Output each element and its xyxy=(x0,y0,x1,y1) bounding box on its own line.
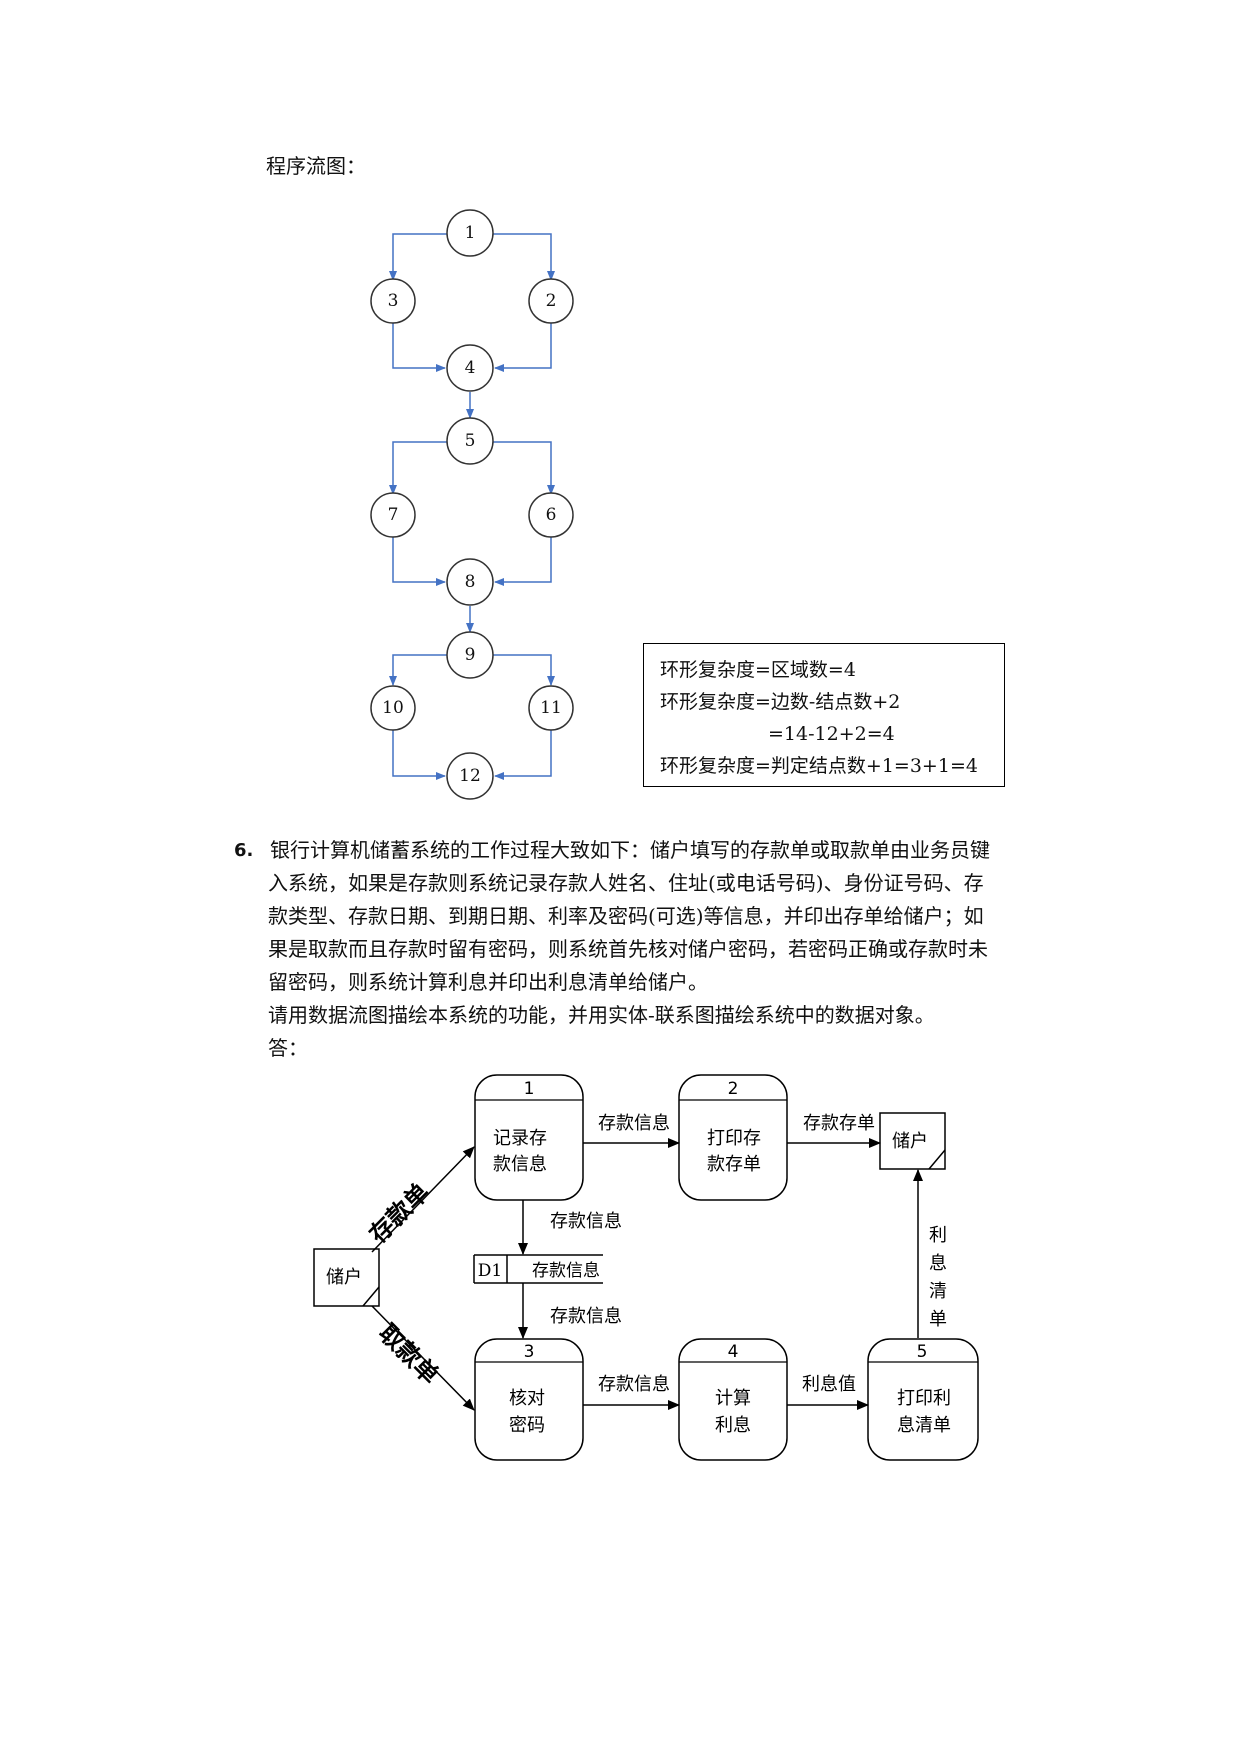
process-label: 款信息 xyxy=(493,1154,547,1175)
data-store-d1: D1 存款信息 xyxy=(473,1254,603,1284)
flow-node-4 xyxy=(446,344,494,392)
entity-depositor-left: 储户 xyxy=(313,1248,380,1307)
flow-node-label: 10 xyxy=(382,698,404,718)
flow-label-deposit-slip: 存款单 xyxy=(364,1178,435,1249)
process-label: 核对 xyxy=(509,1388,545,1409)
process-1-record-deposit: 1 记录存 款信息 xyxy=(474,1074,584,1201)
flow-label: 清 xyxy=(929,1281,947,1302)
flow-label: 利息值 xyxy=(802,1374,856,1395)
flow-label: 利 xyxy=(929,1225,947,1246)
flow-edge-9-11 xyxy=(493,654,555,686)
flow-edge-2-4 xyxy=(494,322,552,372)
flow-edge-3-4 xyxy=(392,322,446,372)
flow-node-10 xyxy=(370,685,416,731)
entity-depositor-right: 储户 xyxy=(879,1112,946,1170)
flow-edge-1-2 xyxy=(493,233,555,281)
question-line: 果是取款而且存款时留有密码，则系统首先核对储户密码，若密码正确或存款时未 xyxy=(268,937,988,961)
process-id: 2 xyxy=(728,1079,739,1099)
question-line: 入系统，如果是存款则系统记录存款人姓名、住址(或电话号码)、身份证号码、存 xyxy=(268,871,984,895)
data-store-name: 存款信息 xyxy=(532,1261,600,1281)
question-line: 留密码，则系统计算利息并印出利息清单给储户。 xyxy=(268,970,708,994)
flow-label: 存款存单 xyxy=(803,1113,875,1134)
flow-edge-5-6 xyxy=(493,441,555,495)
flow-node-9 xyxy=(446,631,494,679)
question-request: 请用数据流图描绘本系统的功能，并用实体-联系图描绘系统中的数据对象。 xyxy=(268,1003,935,1027)
flow-label-withdraw-slip: 取款单 xyxy=(373,1319,444,1390)
entity-label: 储户 xyxy=(892,1131,928,1152)
flow-edge-1-3 xyxy=(389,233,447,281)
process-5-print-interest-list: 5 打印利 息清单 xyxy=(867,1338,979,1461)
process-label: 款存单 xyxy=(707,1154,761,1175)
process-2-print-deposit-slip: 2 打印存 款存单 xyxy=(678,1074,788,1201)
process-id: 5 xyxy=(917,1342,928,1362)
question-line: 款类型、存款日期、到期日期、利率及密码(可选)等信息，并印出存单给储户；如 xyxy=(268,904,984,928)
flow-edge-5-7 xyxy=(389,441,447,495)
flow-edge-10-12 xyxy=(392,728,446,780)
process-label: 记录存 xyxy=(493,1128,547,1149)
flow-node-label: 8 xyxy=(465,572,476,592)
flow-node-8 xyxy=(446,558,494,606)
flow-node-7 xyxy=(370,492,416,538)
flow-node-label: 11 xyxy=(540,698,562,718)
flow-node-label: 9 xyxy=(465,645,476,665)
process-id: 1 xyxy=(524,1079,535,1099)
flow-label: 单 xyxy=(929,1309,947,1330)
flow-edge-6-8 xyxy=(494,536,552,586)
flow-node-label: 1 xyxy=(465,223,476,243)
program-flow-graph: 1 3 2 4 5 7 6 8 9 10 11 12 xyxy=(370,209,574,800)
flow-label: 存款信息 xyxy=(550,1306,622,1327)
flow-label: 息 xyxy=(929,1253,947,1274)
flow-node-5 xyxy=(446,417,494,465)
complexity-line: 环形复杂度=边数-结点数+2 xyxy=(660,691,901,713)
question-line: 银行计算机储蓄系统的工作过程大致如下：储户填写的存款单或取款单由业务员键 xyxy=(270,838,990,862)
flow-node-label: 2 xyxy=(546,291,557,311)
flow-node-label: 7 xyxy=(388,505,399,525)
process-id: 4 xyxy=(728,1342,739,1362)
question-number: 6. xyxy=(234,840,254,861)
data-store-id: D1 xyxy=(478,1261,502,1281)
process-3-verify-password: 3 核对 密码 xyxy=(474,1338,584,1461)
flow-node-label: 5 xyxy=(465,431,476,451)
flow-edge-7-8 xyxy=(392,536,446,586)
flow-label: 存款信息 xyxy=(550,1211,622,1232)
process-label: 打印利 xyxy=(897,1388,951,1409)
flow-node-12 xyxy=(446,752,494,800)
process-id: 3 xyxy=(524,1342,535,1362)
flow-withdraw-slip-arrow xyxy=(371,1305,475,1411)
flow-node-3 xyxy=(370,278,416,324)
entity-label: 储户 xyxy=(326,1267,362,1288)
complexity-box: 环形复杂度=区域数=4 环形复杂度=边数-结点数+2 =14-12+2=4 环形… xyxy=(643,643,1005,787)
flow-label: 存款信息 xyxy=(598,1113,670,1134)
question-6: 6. 银行计算机储蓄系统的工作过程大致如下：储户填写的存款单或取款单由业务员键 … xyxy=(234,834,1064,1065)
flow-node-label: 3 xyxy=(388,291,399,311)
flow-deposit-slip-arrow xyxy=(371,1146,475,1253)
flow-edge-11-12 xyxy=(494,728,552,780)
complexity-line: 环形复杂度=区域数=4 xyxy=(660,659,856,681)
flow-node-1 xyxy=(446,209,494,257)
process-label: 密码 xyxy=(509,1415,545,1436)
flow-label: 存款信息 xyxy=(598,1374,670,1395)
flow-node-2 xyxy=(528,278,574,324)
process-4-calculate-interest: 4 计算 利息 xyxy=(678,1338,788,1461)
process-label: 利息 xyxy=(715,1415,751,1436)
complexity-line: =14-12+2=4 xyxy=(768,723,895,745)
flow-node-label: 12 xyxy=(459,766,481,786)
answer-label: 答： xyxy=(268,1036,308,1060)
process-label: 计算 xyxy=(715,1388,751,1409)
flow-node-6 xyxy=(528,492,574,538)
flow-edge-9-10 xyxy=(389,654,447,686)
process-label: 息清单 xyxy=(897,1415,951,1436)
process-label: 打印存 xyxy=(707,1128,761,1149)
complexity-line: 环形复杂度=判定结点数+1=3+1=4 xyxy=(660,755,978,777)
flow-node-11 xyxy=(528,685,574,731)
flow-node-label: 6 xyxy=(546,505,557,525)
section-title: 程序流图： xyxy=(266,154,366,178)
flow-node-label: 4 xyxy=(465,358,476,378)
